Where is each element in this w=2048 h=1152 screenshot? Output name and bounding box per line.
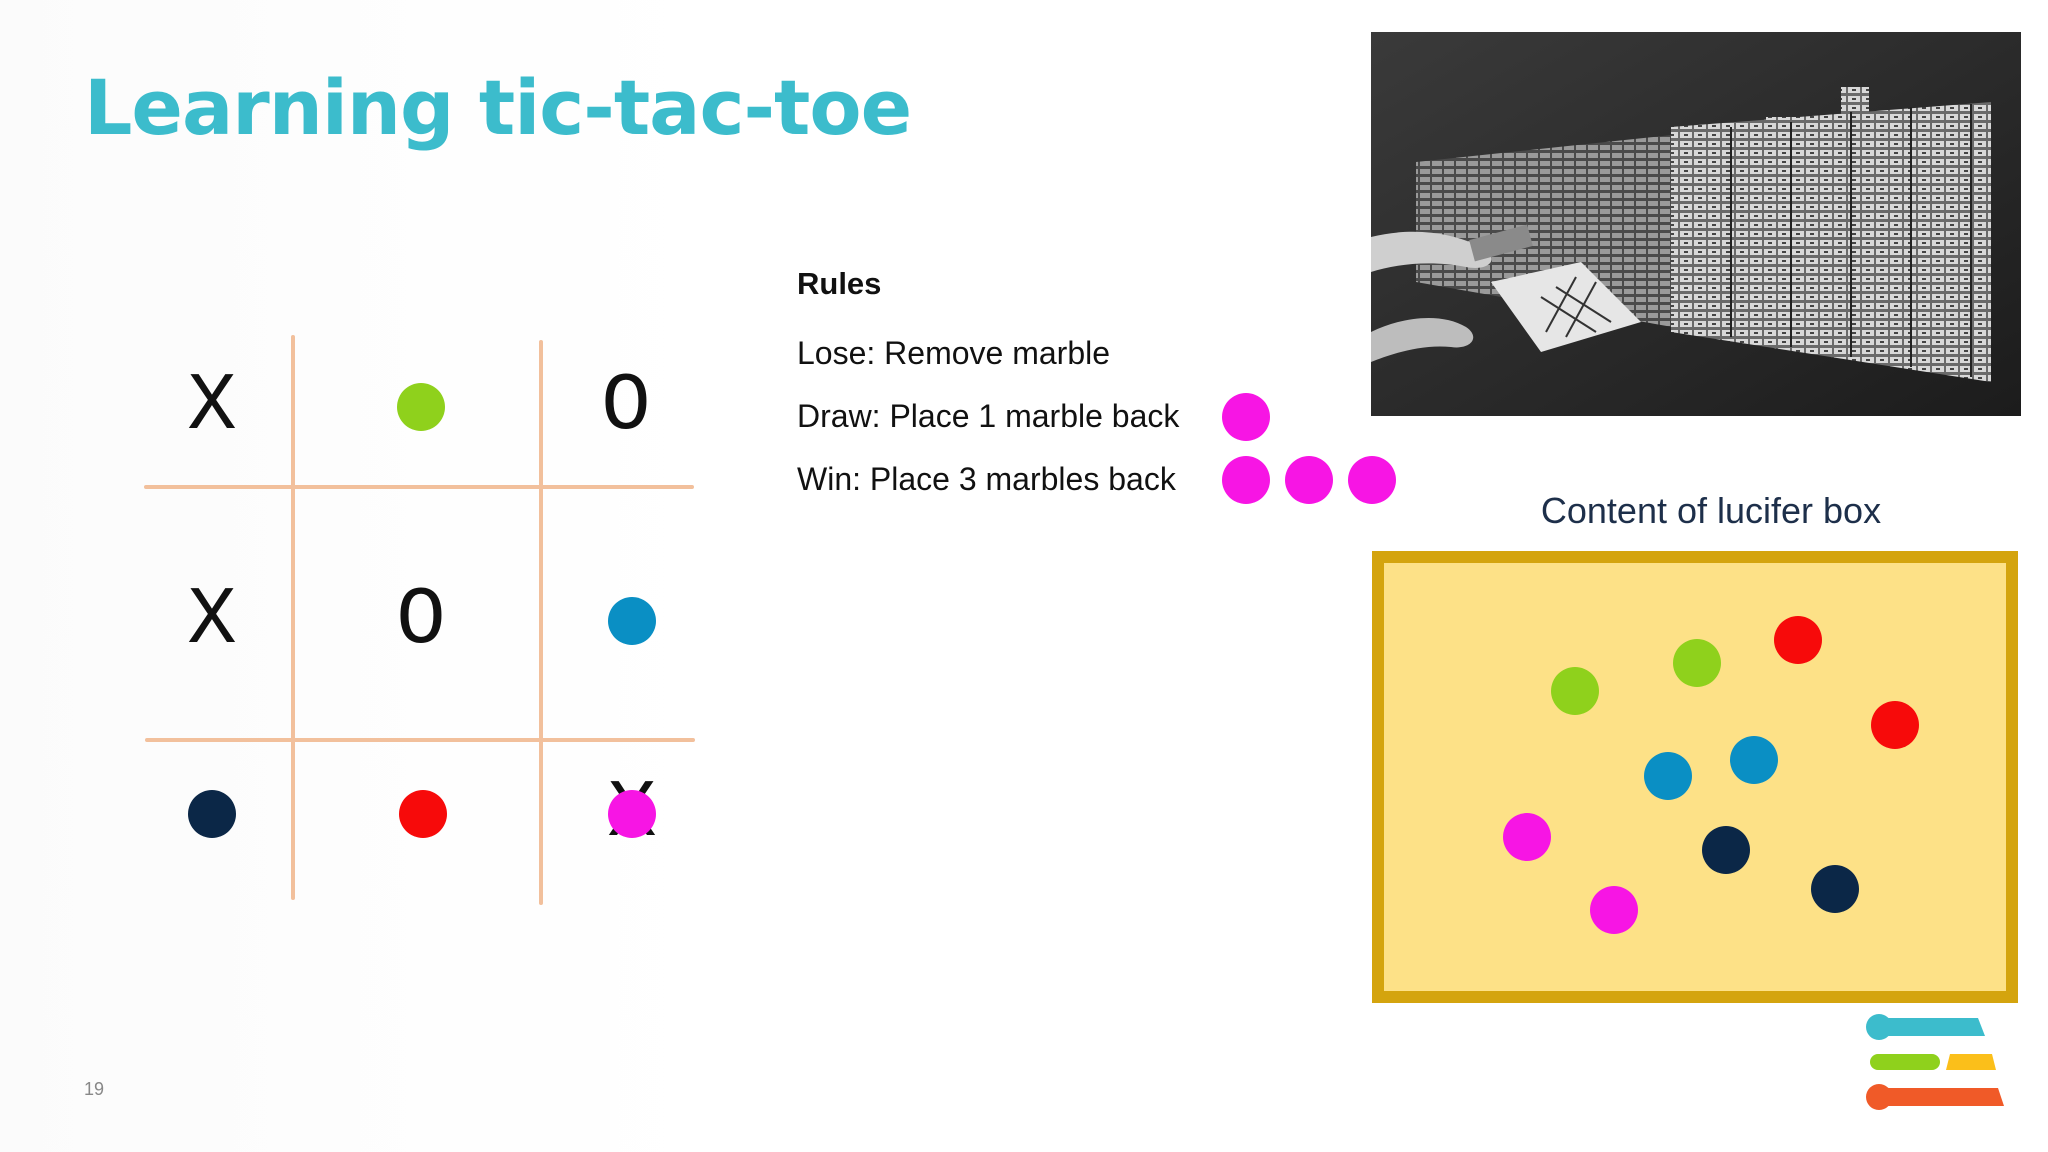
rule-draw-text: Draw: Place 1 marble back [797,398,1180,434]
grid-line-vertical-1 [291,335,295,900]
magenta-marble [1503,813,1551,861]
o-mark: O [601,360,651,453]
green-marble [1551,667,1599,715]
blue-marble [1644,752,1692,800]
magenta-marble [1590,886,1638,934]
navy-marble [188,790,236,838]
red-marble [1871,701,1919,749]
magenta-marble [608,790,656,838]
board-cell-1-3: O [571,352,681,462]
box-marbles [1503,616,1919,934]
rule-lose-text: Lose: Remove marble [797,335,1111,371]
blue-marble [608,597,656,645]
board-cell-3-2 [368,759,478,869]
slide-title: Learning tic-tac-toe [84,63,912,152]
rule-win: Win: Place 3 marbles back [797,448,1396,511]
board-cell-1-1: X [157,352,267,462]
board-cell-1-2 [366,352,476,462]
rules-section: Rules Lose: Remove marble Draw: Place 1 … [797,262,1396,511]
green-marble [397,383,445,431]
o-mark: O [396,574,446,667]
menace-machine-photo-icon [1371,32,2021,416]
red-marble [1774,616,1822,664]
magenta-marble [1348,455,1396,504]
stacked-bars-logo-icon [1866,1014,2004,1110]
x-mark: X [187,360,237,453]
magenta-marble [1222,392,1270,441]
x-mark: X [187,574,237,667]
red-marble [399,790,447,838]
rule-draw: Draw: Place 1 marble back [797,385,1396,448]
box-caption: Content of lucifer box [1540,490,1882,531]
tic-tac-toe-board: X O X O X [140,335,700,905]
rules-heading: Rules [797,266,882,301]
blue-marble [1730,736,1778,784]
board-cell-3-1 [157,759,267,869]
board-cell-2-3 [577,566,687,676]
board-cell-2-1: X [157,566,267,676]
rule-win-text: Win: Place 3 marbles back [797,461,1176,497]
green-marble [1673,639,1721,687]
page-number: 19 [84,1079,105,1099]
rule-draw-marbles [1222,392,1270,441]
navy-marble [1811,865,1859,913]
rule-win-marbles [1222,455,1396,504]
menace-machine-photo [1371,32,2021,416]
lucifer-box [1372,551,2018,1003]
magenta-marble [1285,455,1333,504]
grid-line-horizontal-2 [145,738,695,742]
navy-marble [1702,826,1750,874]
grid-line-horizontal-1 [144,485,694,489]
rule-lose: Lose: Remove marble [797,322,1396,385]
board-cell-2-2: O [366,566,476,676]
grid-line-vertical-2 [539,340,543,905]
magenta-marble [1222,455,1270,504]
board-cell-3-3: X [577,759,687,869]
